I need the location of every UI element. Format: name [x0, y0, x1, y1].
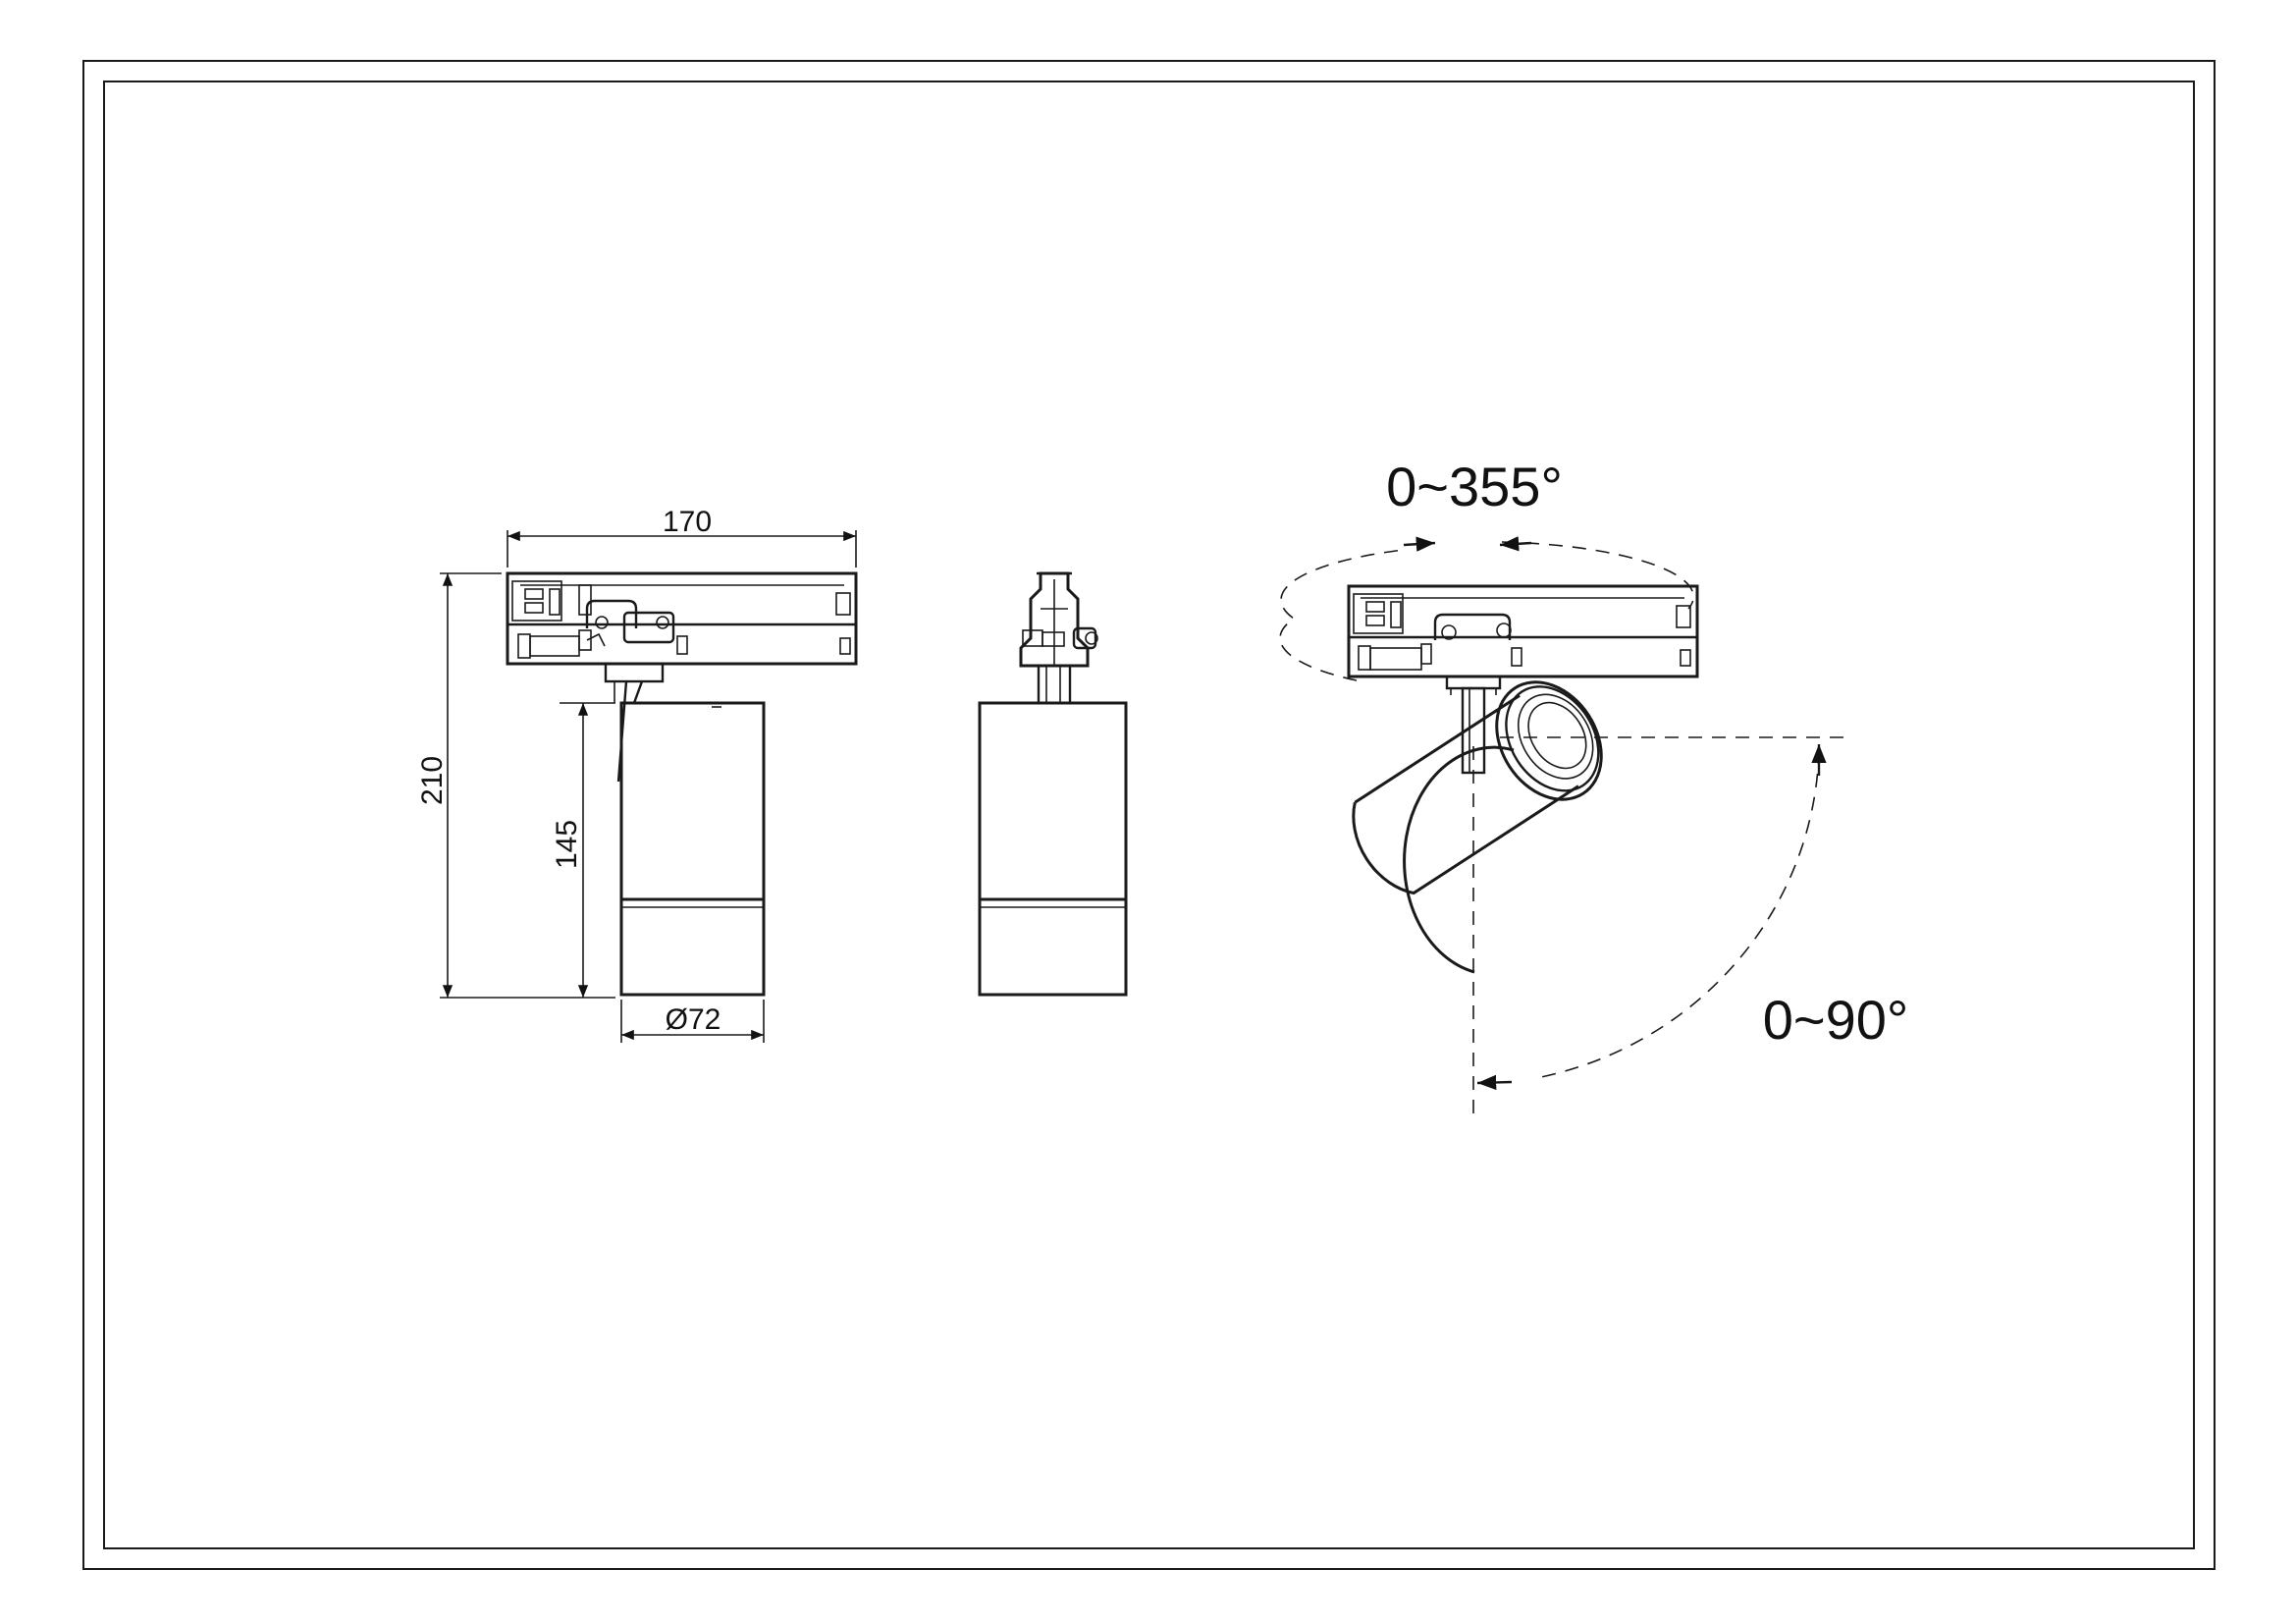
dim-diameter: Ø72 — [620, 1000, 765, 1043]
side-view-stem — [1037, 664, 1072, 705]
tilt-angle-label: 0~90° — [1763, 989, 1909, 1051]
rotation-arrow-right — [1403, 536, 1436, 552]
inner-frame — [103, 81, 2195, 1549]
front-view-adapter — [506, 571, 858, 666]
dim-overall-height-label: 210 — [416, 756, 449, 805]
side-view-body — [978, 701, 1128, 997]
tilt-arrow-left — [1476, 1074, 1513, 1091]
dim-body-height: 145 — [551, 702, 615, 998]
outer-frame — [82, 60, 2216, 1570]
front-view-stem — [604, 662, 665, 783]
rotation-path-back — [1279, 549, 1405, 681]
tilted-view: 0~355° — [1279, 456, 1909, 1119]
dim-diameter-label: Ø72 — [666, 1003, 721, 1036]
side-view-adapter — [1019, 571, 1098, 668]
rotation-angle-label: 0~355° — [1386, 456, 1563, 517]
front-view: 170 210 145 Ø72 — [416, 506, 858, 1043]
rotation-path-front — [1501, 541, 1694, 610]
side-view — [978, 571, 1128, 997]
rotation-arrow-left — [1499, 536, 1532, 552]
dim-width: 170 — [507, 506, 857, 568]
tilted-view-adapter — [1347, 584, 1699, 678]
tilted-view-body — [1352, 680, 1603, 895]
front-view-body — [619, 701, 766, 997]
dim-width-label: 170 — [663, 506, 712, 538]
lens-icon — [1527, 701, 1587, 770]
dim-body-height-label: 145 — [551, 820, 583, 869]
dim-overall-height: 210 — [416, 572, 615, 999]
